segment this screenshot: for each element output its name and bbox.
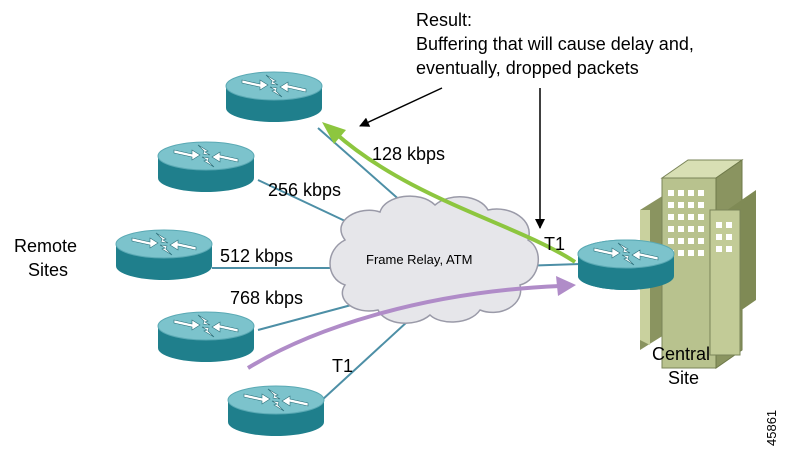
green-flow-arrow — [322, 122, 577, 264]
remote-sites-label-1: Remote — [14, 236, 77, 256]
annotation-title: Result: — [416, 10, 472, 30]
link-label-256: 256 kbps — [268, 180, 341, 200]
router-icon-remote-5 — [227, 385, 325, 437]
central-site-label-2: Site — [668, 368, 699, 388]
figure-id: 45861 — [764, 410, 779, 446]
router-icon-remote-1 — [225, 71, 323, 123]
router-icon-remote-4 — [157, 311, 255, 363]
router-icon-remote-2 — [157, 141, 255, 193]
link-label-t1-remote: T1 — [332, 356, 353, 376]
link-label-768: 768 kbps — [230, 288, 303, 308]
central-site-label-1: Central — [652, 344, 710, 364]
link-label-512: 512 kbps — [220, 246, 293, 266]
annotation-arrows — [359, 87, 545, 229]
router-icon-remote-3 — [115, 229, 213, 281]
link-label-128: 128 kbps — [372, 144, 445, 164]
cloud-label: Frame Relay, ATM — [366, 252, 472, 267]
annotation-line-3: eventually, dropped packets — [416, 58, 639, 78]
router-icon-central-front — [577, 239, 675, 291]
purple-flow-arrow — [246, 276, 576, 370]
annotation-line-2: Buffering that will cause delay and, — [416, 34, 694, 54]
remote-sites-label-2: Sites — [28, 260, 68, 280]
link-label-t1-central: T1 — [544, 234, 565, 254]
